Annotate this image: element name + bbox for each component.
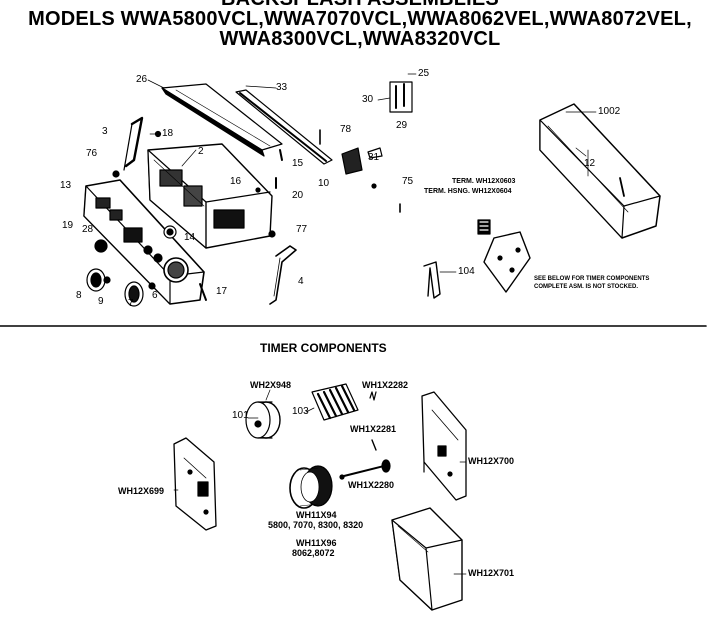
callout-13: 13 bbox=[60, 180, 72, 191]
callout-17: 17 bbox=[216, 286, 228, 297]
control-panel-part bbox=[83, 179, 205, 305]
timer-cover-part bbox=[391, 507, 463, 611]
callout-29: 29 bbox=[396, 120, 408, 131]
label-wh1x2281: WH1X2281 bbox=[350, 424, 397, 434]
timer-assembly-part bbox=[483, 231, 531, 293]
side-bracket-part bbox=[269, 245, 297, 305]
timer-motor-part bbox=[245, 401, 281, 439]
label-wh11x94-models: 5800, 7070, 8300, 8320 bbox=[268, 520, 364, 530]
callout-78: 78 bbox=[340, 124, 352, 135]
callout-4: 4 bbox=[298, 276, 304, 287]
label-wh1x2280: WH1X2280 bbox=[348, 480, 395, 490]
callout-75: 75 bbox=[402, 176, 414, 187]
label-wh11x94: WH11X94 bbox=[296, 510, 337, 520]
bracket-part bbox=[123, 116, 144, 171]
top-cap-part bbox=[161, 83, 283, 157]
timer-clip-part bbox=[423, 261, 441, 299]
label-103: 103 bbox=[292, 406, 309, 417]
callout-3: 3 bbox=[102, 126, 108, 137]
label-wh12x699: WH12X699 bbox=[118, 486, 165, 496]
timer-section-title: TIMER COMPONENTS bbox=[260, 341, 387, 355]
header-models-line-2: WWA8300VCL,WWA8320VCL bbox=[219, 28, 501, 50]
callout-19: 19 bbox=[62, 220, 74, 231]
label-wh11x96-models: 8062,8072 bbox=[292, 548, 335, 558]
label-wh2x948: WH2X948 bbox=[250, 380, 292, 390]
label-101: 101 bbox=[232, 410, 249, 421]
timer-spring-parts bbox=[369, 391, 377, 451]
label-wh12x700: WH12X700 bbox=[468, 456, 515, 466]
callout-104: 104 bbox=[458, 266, 475, 277]
cam-drum-part bbox=[289, 465, 333, 509]
callout-10: 10 bbox=[318, 178, 330, 189]
callout-18: 18 bbox=[162, 128, 174, 139]
label-wh1x2282: WH1X2282 bbox=[362, 380, 409, 390]
callout-16: 16 bbox=[230, 176, 242, 187]
callout-12: 12 bbox=[584, 158, 596, 169]
callout-31: 31 bbox=[368, 152, 380, 163]
callout-6: 6 bbox=[152, 290, 158, 301]
callout-77: 77 bbox=[296, 224, 308, 235]
callout-25: 25 bbox=[418, 68, 430, 79]
header-line-0: BACKSPLASH ASSEMBLIES bbox=[0, 0, 720, 11]
timer-frame-left-part bbox=[173, 437, 217, 531]
callout-26: 26 bbox=[136, 74, 148, 85]
callout-33: 33 bbox=[276, 82, 288, 93]
timer-note-line-2: COMPLETE ASM. IS NOT STOCKED. bbox=[534, 284, 639, 290]
callout-2: 2 bbox=[198, 146, 204, 157]
timer-frame-right-part bbox=[421, 391, 467, 501]
label-wh11x96: WH11X96 bbox=[296, 538, 337, 548]
timer-shaft-part bbox=[339, 459, 391, 480]
callout-28: 28 bbox=[82, 224, 94, 235]
terminal-note: TERM. WH12X0603 bbox=[452, 178, 516, 185]
callout-14: 14 bbox=[184, 232, 196, 243]
terminal-part bbox=[477, 219, 491, 235]
callout-30: 30 bbox=[362, 94, 374, 105]
callout-1002: 1002 bbox=[598, 106, 621, 117]
label-wh12x701: WH12X701 bbox=[468, 568, 515, 578]
header-models-line: MODELS WWA5800VCL,WWA7070VCL,WWA8062VEL,… bbox=[28, 8, 692, 30]
switch-block-part bbox=[311, 383, 359, 421]
timer-note-line-1: SEE BELOW FOR TIMER COMPONENTS bbox=[534, 276, 650, 282]
small-hardware-parts bbox=[112, 81, 413, 238]
callout-7: 7 bbox=[128, 298, 134, 309]
callout-15: 15 bbox=[292, 158, 304, 169]
knob-parts bbox=[86, 225, 207, 307]
trim-strip-part bbox=[235, 89, 333, 165]
callout-9: 9 bbox=[98, 296, 104, 307]
callout-20: 20 bbox=[292, 190, 304, 201]
leader-lines bbox=[147, 73, 597, 575]
rear-backsplash-part bbox=[539, 103, 661, 239]
callout-8: 8 bbox=[76, 290, 82, 301]
callout-76: 76 bbox=[86, 148, 98, 159]
terminal-housing-note: TERM. HSNG. WH12X0604 bbox=[424, 188, 512, 195]
